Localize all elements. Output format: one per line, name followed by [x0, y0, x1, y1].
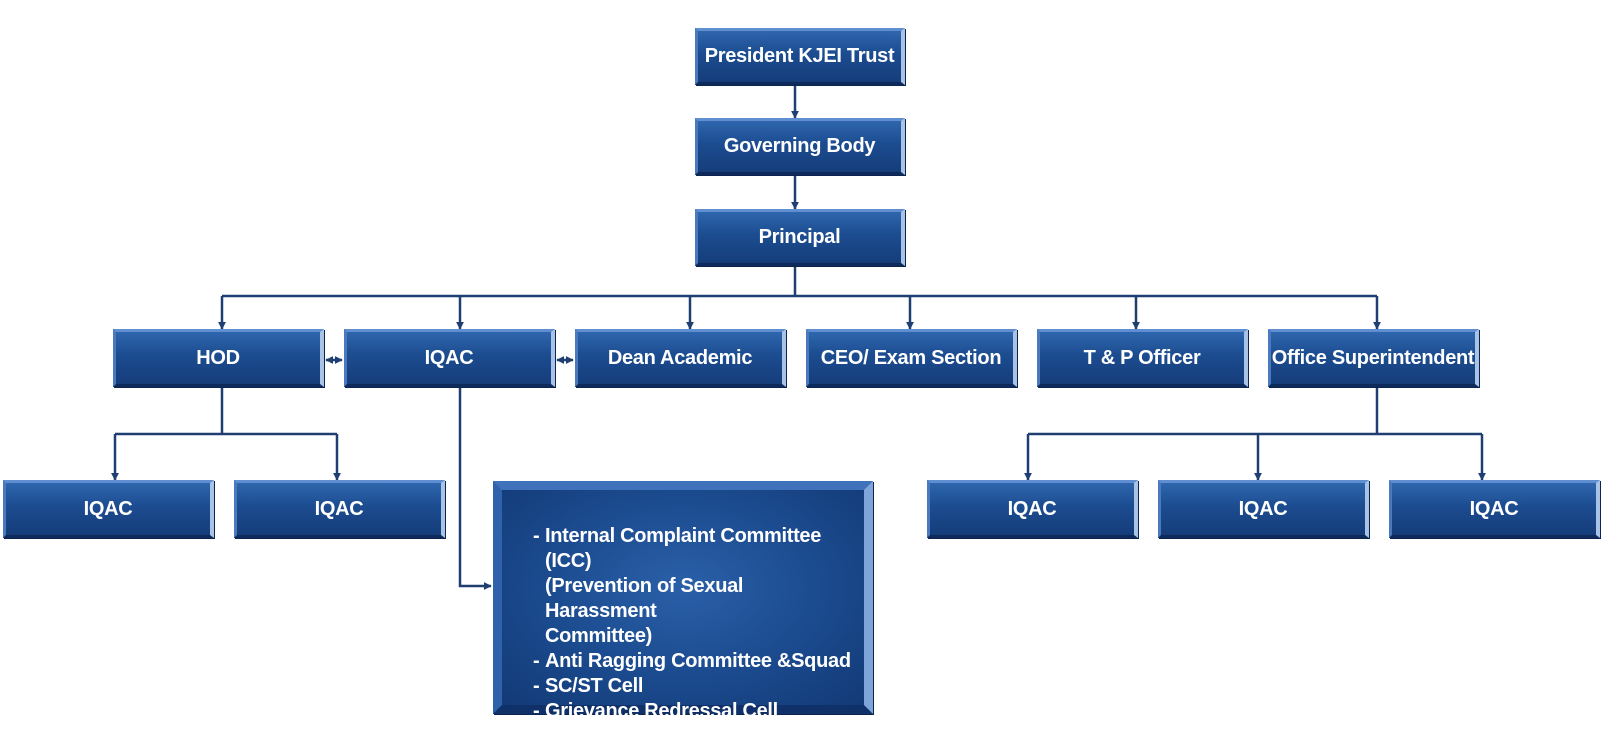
- node-office-superintendent: Office Superintendent: [1268, 329, 1479, 387]
- node-tp-officer: T & P Officer: [1037, 329, 1248, 387]
- node-principal: Principal: [695, 209, 905, 266]
- node-hod-child-label: IQAC: [83, 497, 133, 520]
- node-superintendent-child-label: IQAC: [1007, 497, 1057, 520]
- committee-item-sc-st-cell: SC/ST Cell: [533, 674, 854, 699]
- node-ceo-exam-label: CEO/ Exam Section: [820, 346, 1002, 369]
- node-hod-child: IQAC: [234, 480, 445, 538]
- node-superintendent-child: IQAC: [927, 480, 1138, 538]
- node-hod: HOD: [113, 329, 324, 387]
- node-iqac-label: IQAC: [424, 346, 474, 369]
- node-principal-label: Principal: [758, 226, 841, 248]
- node-iqac: IQAC: [344, 329, 555, 387]
- node-ceo-exam-section: CEO/ Exam Section: [806, 329, 1017, 387]
- node-dean-academic-label: Dean Academic: [607, 346, 753, 369]
- committee-item-anti-ragging: Anti Ragging Committee &Squad: [533, 649, 854, 674]
- connector-iqac-committees: [458, 387, 492, 590]
- node-president-label: President KJEI Trust: [704, 45, 895, 67]
- committee-list: Internal Complaint Committee (ICC) (Prev…: [533, 524, 854, 724]
- node-dean-academic: Dean Academic: [575, 329, 786, 387]
- committee-item-icc: Internal Complaint Committee (ICC) (Prev…: [533, 524, 854, 649]
- node-superintendent-child-label: IQAC: [1238, 497, 1288, 520]
- node-hod-child: IQAC: [3, 480, 214, 538]
- committees-panel: Internal Complaint Committee (ICC) (Prev…: [493, 481, 873, 724]
- node-superintendent-child: IQAC: [1158, 480, 1369, 538]
- node-office-superintendent-label: Office Superintendent: [1271, 346, 1475, 369]
- node-hod-child-label: IQAC: [314, 497, 364, 520]
- node-tp-officer-label: T & P Officer: [1083, 346, 1201, 369]
- node-governing-body: Governing Body: [695, 118, 905, 175]
- node-hod-label: HOD: [196, 346, 240, 369]
- node-governing-body-label: Governing Body: [723, 135, 876, 157]
- node-superintendent-child-label: IQAC: [1469, 497, 1519, 520]
- node-president-kjei-trust: President KJEI Trust: [695, 28, 905, 85]
- node-superintendent-child: IQAC: [1389, 480, 1600, 538]
- committee-item-grievance-cell: Grievance Redressal Cell: [533, 699, 854, 724]
